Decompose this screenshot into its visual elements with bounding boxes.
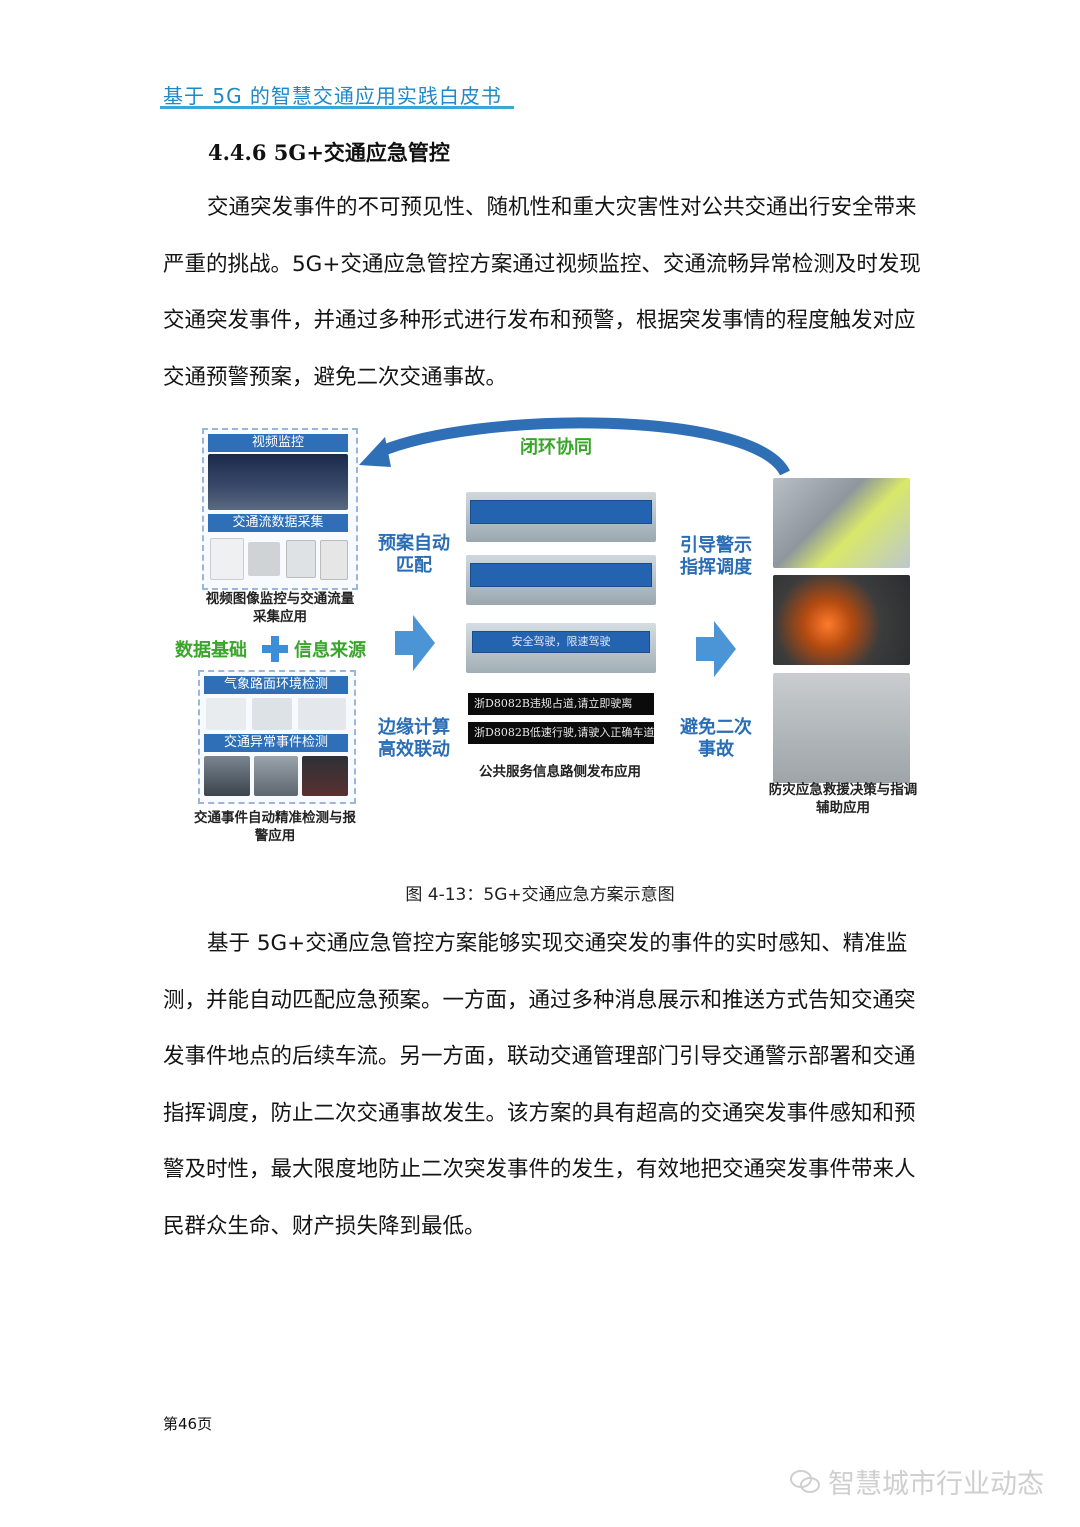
wechat-icon	[790, 1469, 820, 1495]
center-caption: 公共服务信息路侧发布应用	[479, 764, 641, 780]
data-basis-label: 数据基础	[175, 640, 247, 661]
weather-detect-label: 气象路面环境检测	[204, 676, 348, 694]
weather-station-image	[206, 698, 246, 730]
guide-dispatch-label: 引导警示指挥调度	[680, 535, 752, 578]
fire-rescue-image	[773, 575, 910, 665]
camera-device-image	[248, 542, 280, 576]
loop-label: 闭环协同	[520, 437, 592, 458]
loop-arrow-icon	[359, 417, 790, 475]
camera-pole-image	[298, 698, 346, 730]
video-monitor-label: 视频监控	[208, 434, 348, 452]
gantry-sign-image-3: 安全驾驶，限速驾驶	[466, 623, 656, 673]
watermark-text: 智慧城市行业动态	[828, 1469, 1044, 1500]
monitoring-box: 视频监控 交通流数据采集	[202, 428, 358, 590]
left-bottom-caption: 交通事件自动精准检测与报警应用	[194, 810, 356, 844]
radar-device-image	[286, 540, 316, 578]
road-camera-image-2	[254, 756, 298, 796]
led-message-1: 浙D8082B违规占道,请立即驶离	[468, 693, 654, 715]
paragraph-1: 交通突发事件的不可预见性、随机性和重大灾害性对公共交通出行安全带来严重的挑战。5…	[163, 180, 923, 406]
avoid-accident-label: 避免二次事故	[680, 717, 752, 760]
sign-text: 安全驾驶，限速驾驶	[472, 631, 650, 653]
edge-computing-label: 边缘计算高效联动	[378, 717, 450, 760]
figure-caption: 图 4-13：5G+交通应急方案示意图	[405, 885, 675, 905]
plus-icon	[262, 636, 288, 662]
traffic-data-label: 交通流数据采集	[208, 514, 348, 532]
road-camera-image-3	[302, 756, 348, 796]
watermark: 智慧城市行业动态	[790, 1462, 1044, 1501]
police-officer-image	[773, 478, 910, 568]
event-detect-label: 交通异常事件检测	[204, 734, 348, 752]
paragraph-1-text: 交通突发事件的不可预见性、随机性和重大灾害性对公共交通出行安全带来严重的挑战。5…	[163, 195, 921, 390]
paragraph-2: 基于 5G+交通应急管控方案能够实现交通突发的事件的实时感知、精准监测，并能自动…	[163, 916, 923, 1255]
section-heading: 4.4.6 5G+交通应急管控	[208, 140, 450, 165]
road-camera-image-1	[204, 756, 250, 796]
header-title: 基于 5G 的智慧交通应用实践白皮书	[163, 84, 502, 108]
led-message-2: 浙D8082B低速行驶,请驶入正确车道	[468, 722, 654, 744]
plan-match-label: 预案自动匹配	[378, 533, 450, 576]
traffic-cones-image	[773, 673, 910, 783]
sensor-device-image	[210, 538, 244, 580]
gantry-sign-image-2	[466, 555, 656, 605]
detection-box: 气象路面环境检测 交通异常事件检测	[198, 670, 356, 804]
emergency-diagram: 闭环协同 视频监控 交通流数据采集 视频图像监控与交通流量采集应用 数据基础 信…	[170, 415, 918, 855]
road-sensor-image	[252, 698, 292, 730]
monitoring-screen-image	[208, 454, 348, 510]
left-top-caption: 视频图像监控与交通流量采集应用	[205, 591, 355, 625]
right-caption: 防灾应急救援决策与指调辅助应用	[768, 782, 918, 816]
gantry-sign-image-1	[466, 492, 656, 542]
header-divider	[160, 106, 514, 109]
page-number: 第46页	[163, 1415, 213, 1433]
detector-device-image	[320, 540, 348, 580]
arrow-right-icon	[696, 621, 736, 677]
info-source-label: 信息来源	[294, 640, 366, 661]
arrow-right-icon	[395, 615, 435, 671]
paragraph-2-text: 基于 5G+交通应急管控方案能够实现交通突发的事件的实时感知、精准监测，并能自动…	[163, 931, 916, 1239]
